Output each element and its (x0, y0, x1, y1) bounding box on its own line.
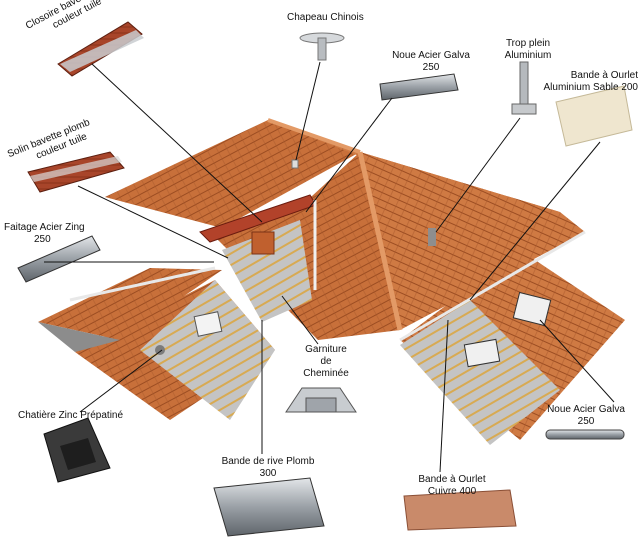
product-trop-plein (511, 61, 537, 115)
label-trop-plein: Trop plein Aluminium (496, 38, 560, 62)
chimney-battens (222, 220, 312, 322)
label-bande-alu-line2: Aluminium Sable 200 (543, 82, 639, 93)
leader-solin (77, 185, 229, 259)
product-noue-top (379, 73, 459, 101)
leader-noue-top (305, 97, 393, 213)
roof-left-gable (38, 322, 120, 352)
roof-left-lower-slope (38, 268, 222, 340)
leader-closoire (91, 63, 263, 223)
leader-chapeau (295, 61, 321, 161)
product-garniture (285, 387, 357, 413)
label-bande-rive-line1: Bande de rive Plomb (221, 456, 315, 467)
roof-back-left-slope (105, 120, 360, 228)
label-bande-cuivre: Bande à Ourlet Cuivre 400 (404, 474, 500, 498)
label-bande-rive-line2: 300 (259, 468, 277, 479)
label-trop-plein-line2: Aluminium (504, 50, 552, 61)
product-closoire (57, 21, 144, 77)
product-bande-rive (213, 477, 325, 537)
roof-central-slope (360, 152, 585, 330)
roof-window-left (193, 311, 223, 337)
roof-left-ridge (69, 266, 216, 302)
trop-plein-on-roof (428, 228, 436, 246)
label-faitage-line2: 250 (34, 234, 51, 245)
product-noue-right (545, 429, 625, 440)
product-chapeau (299, 32, 345, 61)
product-solin (27, 151, 125, 193)
label-bande-cuivre-line2: Cuivre 400 (427, 486, 477, 497)
label-garniture-line1: Garniture (305, 344, 347, 355)
product-bande-alu (555, 85, 633, 147)
label-noue-top-line1: Noue Acier Galva (392, 50, 470, 61)
label-faitage-line1: Faitage Acier Zing (4, 222, 85, 233)
product-chatiere (43, 417, 111, 483)
leader-trop-plein (435, 117, 521, 233)
label-bande-alu-line1: Bande à Ourlet (570, 70, 638, 81)
product-bande-cuivre (403, 489, 517, 531)
chatiere-on-roof (155, 345, 165, 355)
label-noue-right: Noue Acier Galva 250 (538, 404, 634, 428)
label-noue-right-line2: 250 (577, 416, 595, 427)
label-noue-right-line1: Noue Acier Galva (547, 404, 625, 415)
leader-lines (44, 61, 615, 473)
leader-chatiere (79, 349, 163, 413)
label-chapeau: Chapeau Chinois (287, 12, 364, 24)
product-faitage (17, 235, 101, 283)
roof-middle-slope (210, 152, 400, 340)
leader-garniture (281, 295, 319, 345)
chapeau-on-roof (291, 159, 299, 169)
label-bande-cuivre-line1: Bande à Ourlet (418, 474, 486, 485)
label-garniture-line3: Cheminée (303, 368, 349, 379)
roof-top-ridge (267, 118, 361, 154)
label-bande-alu: Bande à Ourlet Aluminium Sable 200 (530, 70, 639, 94)
label-chatiere: Chatière Zinc Prépatiné (18, 410, 123, 422)
roof-right-underlay (400, 300, 560, 445)
chimney-stack (251, 231, 275, 255)
leader-noue-right (539, 319, 615, 403)
roof-left-underlay (140, 280, 275, 420)
label-trop-plein-line1: Trop plein (505, 38, 551, 49)
label-noue-top: Noue Acier Galva 250 (388, 50, 474, 74)
label-chatiere-line1: Chatière Zinc Prépatiné (18, 410, 124, 421)
label-bande-rive: Bande de rive Plomb 300 (214, 456, 322, 480)
label-chapeau-line1: Chapeau Chinois (287, 12, 364, 23)
roof-right-ridge (399, 230, 586, 342)
roof-window-right-2 (512, 291, 552, 327)
label-garniture: Garniture de Cheminée (296, 344, 356, 380)
roof-hip-ridge (357, 151, 403, 331)
leader-bande-alu (469, 141, 601, 301)
label-noue-top-line2: 250 (422, 62, 440, 73)
label-garniture-line2: de (320, 356, 332, 367)
label-faitage: Faitage Acier Zing 250 (4, 222, 85, 246)
roof-window-right-1 (463, 338, 501, 368)
leader-bande-cuivre (439, 319, 449, 473)
